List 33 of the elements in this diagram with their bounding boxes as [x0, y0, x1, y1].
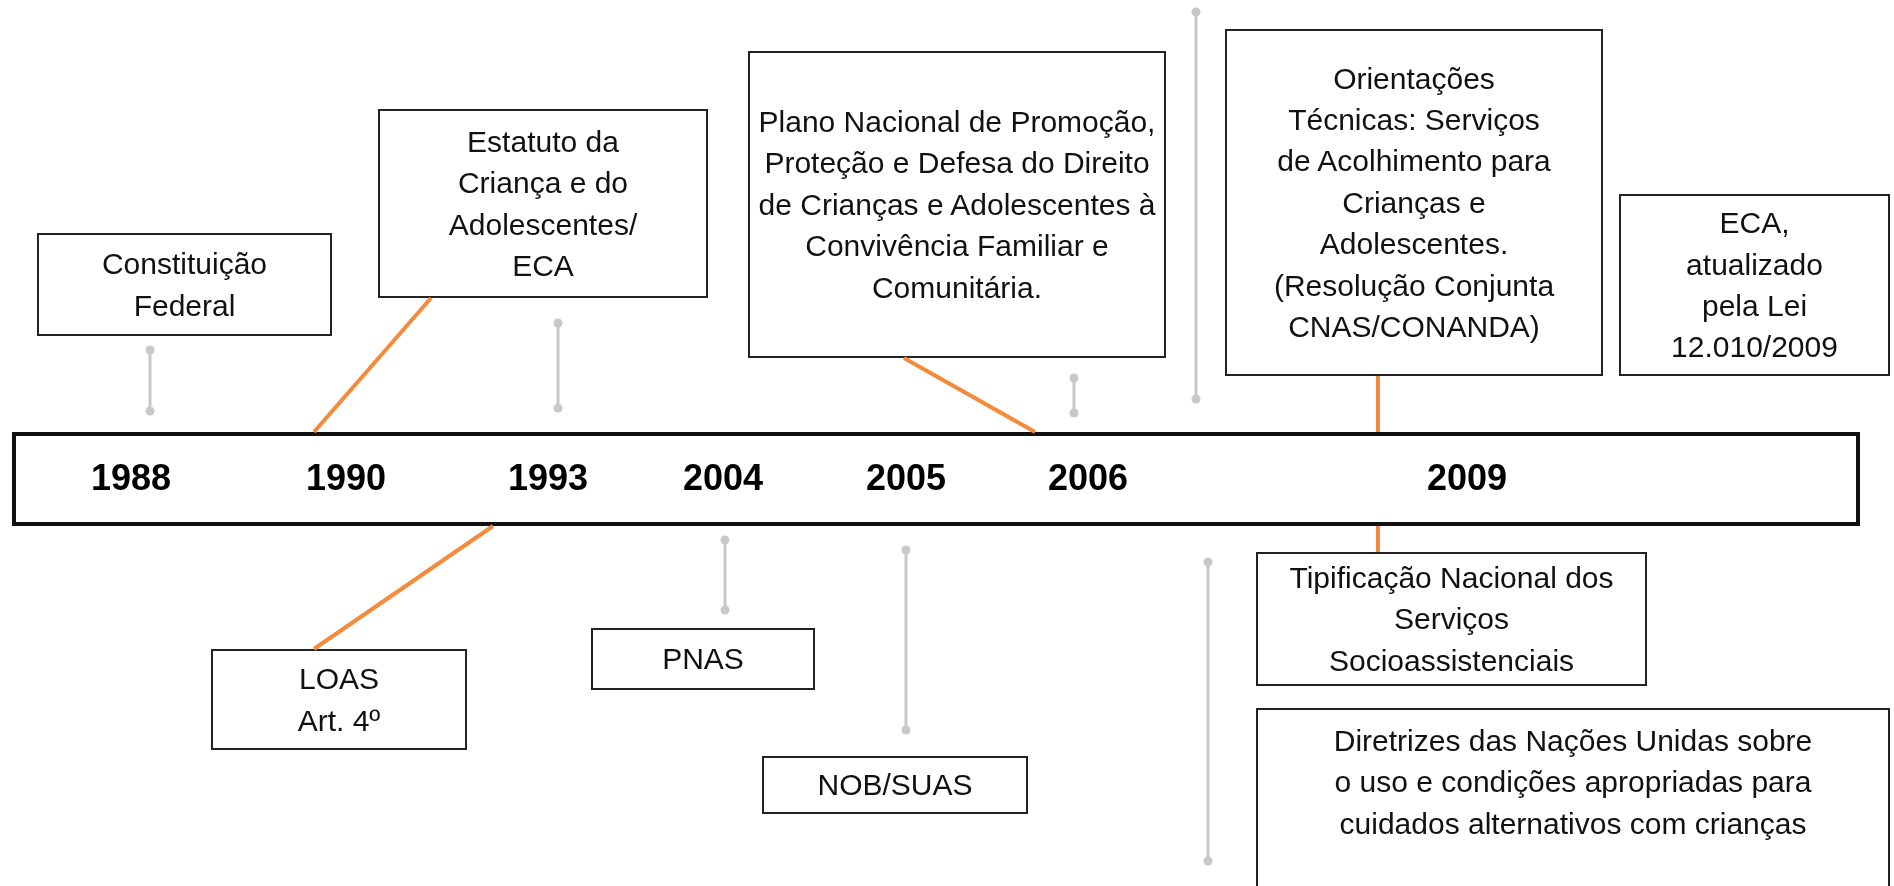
- connector-line: [312, 296, 433, 434]
- event-box: [1225, 29, 1603, 376]
- event-text: Tipificação Nacional dos Serviços Socioassistenciais: [1288, 559, 1615, 679]
- event-box: [37, 233, 332, 336]
- event-box: [1619, 194, 1890, 376]
- event-box: [1256, 708, 1890, 886]
- event-text: Estatuto da Criança e do Adolescentes/ ECA: [447, 123, 639, 284]
- timeline-bar: [12, 432, 1860, 526]
- event-text: PNAS: [661, 641, 745, 678]
- event-text: ECA, atualizado pela Lei 12.010/2009: [1670, 205, 1839, 366]
- event-box: [591, 628, 815, 690]
- year-label: 2004: [682, 457, 764, 499]
- event-box: [1256, 552, 1647, 686]
- year-label: 1993: [507, 457, 589, 499]
- year-label: 2005: [865, 457, 947, 499]
- connector-line: [312, 524, 495, 651]
- connector-line: [1376, 376, 1380, 432]
- event-text: Orientações Técnicas: Serviços de Acolhimento para Crianças e Adolescentes. (Resolução Conjunta CNAS/CONANDA): [1272, 60, 1556, 345]
- event-box: [378, 109, 708, 298]
- event-box: [762, 756, 1028, 814]
- year-label: 1988: [90, 457, 172, 499]
- year-label: 1990: [305, 457, 387, 499]
- event-box: [211, 649, 467, 750]
- event-text: Constituição Federal: [100, 246, 269, 324]
- year-label: 2006: [1047, 457, 1129, 499]
- connector-line: [903, 356, 1036, 434]
- event-text: Diretrizes das Nações Unidas sobre o uso e condições apropriadas para cuidados alternativos com crianças: [1333, 723, 1813, 842]
- year-label: 2009: [1426, 457, 1508, 499]
- event-text: NOB/SUAS: [816, 767, 974, 804]
- event-text: Plano Nacional de Promoção, Proteção e Defesa do Direito de Crianças e Adolescentes à Convivência Familiar e Comunitária.: [757, 104, 1157, 306]
- connector-line: [1376, 526, 1380, 552]
- event-text: LOAS Art. 4º: [296, 661, 382, 739]
- event-box: [748, 51, 1166, 358]
